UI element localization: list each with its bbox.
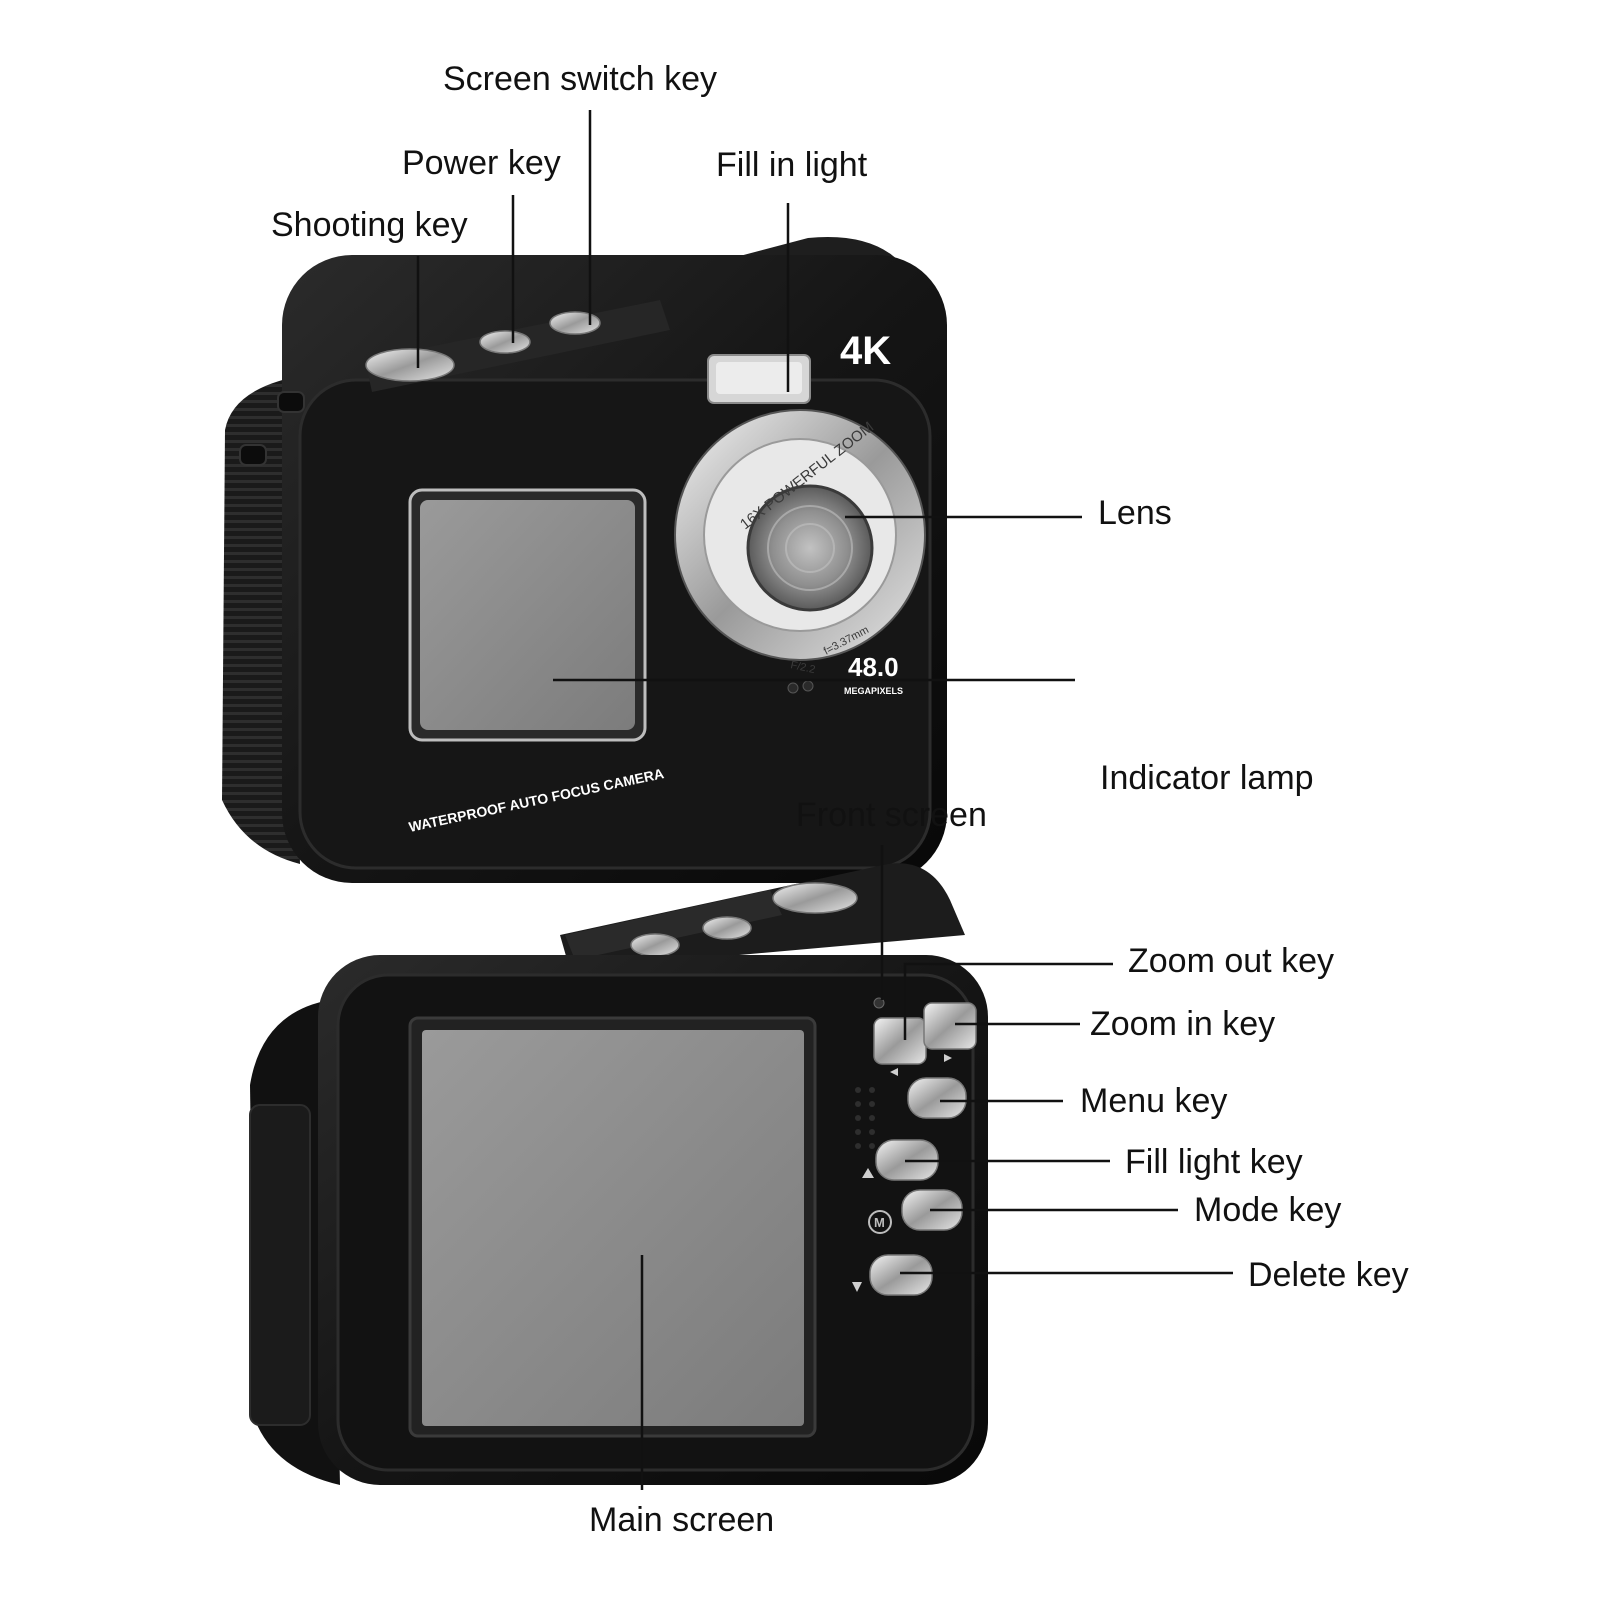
back-camera: M <box>249 863 988 1485</box>
label-indicator-lamp: Indicator lamp <box>1100 759 1314 797</box>
mode-glyph: M <box>874 1215 885 1230</box>
label-shooting-key: Shooting key <box>271 206 468 244</box>
back-power-key <box>702 916 752 940</box>
leader-lines <box>416 110 1233 1490</box>
zoom-out-key-button <box>873 1017 927 1065</box>
delete-key-button <box>869 1254 933 1296</box>
megapixels-unit: MEGAPIXELS <box>844 686 903 696</box>
screen-switch-key-button <box>549 311 601 335</box>
label-mode-key: Mode key <box>1194 1191 1342 1229</box>
megapixels-value: 48.0 <box>848 652 899 682</box>
label-fill-light-key: Fill light key <box>1125 1143 1303 1181</box>
label-fill-in-light: Fill in light <box>716 146 868 184</box>
label-lens: Lens <box>1098 494 1172 532</box>
zoom-in-key-button <box>923 1002 977 1050</box>
back-shooting-key <box>772 882 858 914</box>
label-zoom-in-key: Zoom in key <box>1090 1005 1276 1043</box>
label-front-screen: Front screen <box>796 796 987 834</box>
label-menu-key: Menu key <box>1080 1082 1228 1120</box>
label-delete-key: Delete key <box>1248 1256 1409 1294</box>
label-power-key: Power key <box>402 144 561 182</box>
power-key-button <box>479 330 531 354</box>
indicator-lamp-dot <box>787 682 799 694</box>
speaker-grille <box>855 1087 875 1149</box>
side-grip <box>222 378 300 864</box>
badge-4k: 4K <box>840 329 891 373</box>
back-indicator-lamp <box>873 997 885 1009</box>
lens-glass <box>746 484 874 612</box>
label-screen-switch-key: Screen switch key <box>443 60 717 98</box>
label-zoom-out-key: Zoom out key <box>1128 942 1334 980</box>
shooting-key-button <box>365 348 455 382</box>
label-main-screen: Main screen <box>589 1501 775 1539</box>
leader-zoom-out-key <box>903 962 1113 1040</box>
back-screen-switch-key <box>630 933 680 957</box>
front-camera: 4K 16X POWERFUL ZOOM F/2.2 f=3.37mm 48.0… <box>222 237 947 883</box>
menu-key-button <box>907 1077 967 1119</box>
aperture-text: F/2.2 <box>789 659 816 676</box>
